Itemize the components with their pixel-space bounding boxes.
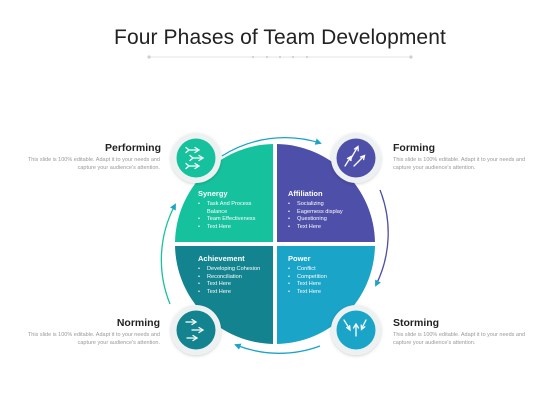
list-item: Conflict [288,266,368,274]
phase-label-storming: Storming [393,317,440,329]
phase-label-forming: Forming [393,142,435,154]
list-item: Questioning [288,216,368,224]
storming-badge [331,305,381,355]
phase-desc-performing: This slide is 100% editable. Adapt it to… [27,157,160,171]
list-item: Text Here [288,289,368,297]
quadrant-list-achievement: Developing Cohesion Reconciliation Text … [198,266,278,296]
list-item: Text Here [288,281,368,289]
quadrant-title-achievement: Achievement [198,254,245,263]
cycle-arrow-left [160,203,176,305]
quadrant-title-affiliation: Affiliation [288,189,323,198]
cycle-arrow-top [221,136,322,157]
list-item: Text Here [198,224,266,232]
quadrant-list-power: Conflict Competition Text Here Text Here [288,266,368,296]
list-item: Developing Cohesion [198,266,278,274]
arrows-icon [185,318,205,342]
cycle-arrow-right [375,189,389,287]
page-title: Four Phases of Team Development [114,26,446,49]
quadrant-title-power: Power [288,254,311,263]
list-item: Team Effectiveness [198,216,266,224]
list-item: Text Here [288,224,368,232]
quadrant-title-synergy: Synergy [198,189,228,198]
arrows-icon [344,145,366,167]
list-item: Text Here [198,289,278,297]
phase-label-performing: Performing [105,142,162,154]
list-item: Socializing [288,201,368,209]
forming-badge [331,133,381,183]
list-item: Competition [288,274,368,282]
phase-label-norming: Norming [116,317,160,329]
list-item: Reconciliation [198,274,278,282]
phase-desc-norming: This slide is 100% editable. Adapt it to… [27,332,160,346]
phase-desc-storming: This slide is 100% editable. Adapt it to… [393,332,526,346]
list-item: Task And Process Balance [198,201,266,216]
arrows-icon [185,146,205,170]
norming-badge [171,305,221,355]
list-item: Text Here [198,281,278,289]
arrows-icon [343,319,367,337]
phase-desc-forming: This slide is 100% editable. Adapt it to… [393,157,526,171]
cycle-arrow-bottom [234,343,321,354]
list-item: Eagerness display [288,209,368,217]
performing-badge [171,133,221,183]
quadrant-list-affiliation: Socializing Eagerness display Questionin… [288,201,368,231]
quadrant-list-synergy: Task And Process Balance Team Effectiven… [198,201,266,231]
